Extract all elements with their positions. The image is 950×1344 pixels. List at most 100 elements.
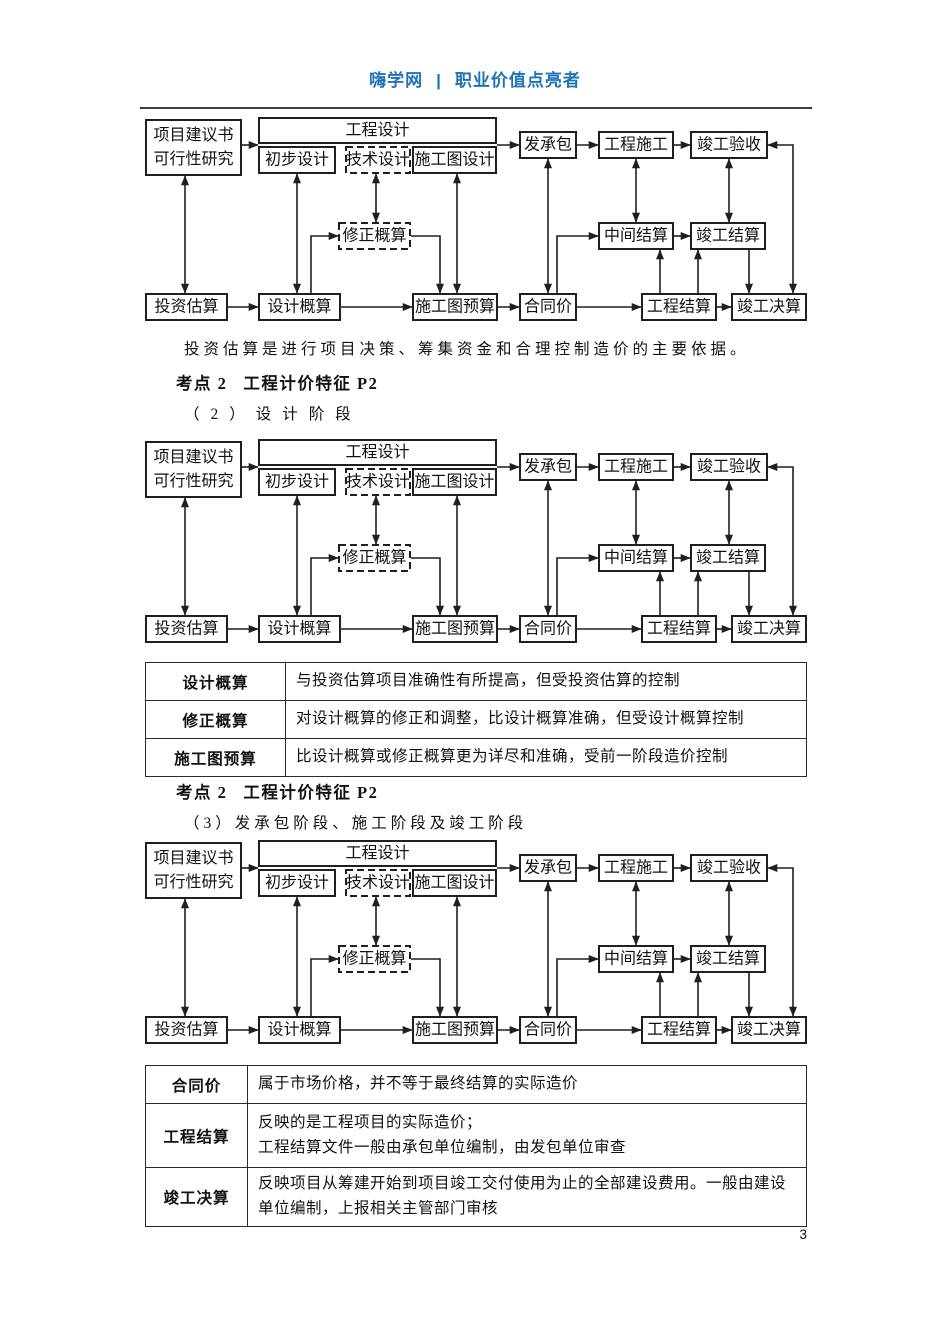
svg-text:竣工验收: 竣工验收 [697,136,761,154]
flowchart-box-project-settlement: 工程结算 [641,293,717,321]
desc-cell: 反映的是工程项目的实际造价； 工程结算文件一般由承包单位编制，由发包单位审查 [247,1103,807,1168]
svg-text:工程施工: 工程施工 [604,136,668,154]
svg-text:设计概算: 设计概算 [267,1020,331,1039]
intro-note: 投资估算是进行项目决策、筹集资金和合理控制造价的主要依据。 [184,341,750,358]
flowchart-box-construction: 工程施工 [598,453,674,481]
svg-text:投资估算: 投资估算 [154,1020,218,1039]
svg-text:技术设计: 技术设计 [346,151,410,169]
flowchart-box-completion-settlement: 竣工结算 [690,544,766,572]
desc-cell: 比设计概算或修正概算更为详尽和准确，受前一阶段造价控制 [285,738,807,777]
flowchart-box-interim-settlement: 中间结算 [598,945,674,973]
page-number: 3 [799,1227,807,1242]
flowchart-box-completion-settlement: 竣工结算 [690,945,766,973]
desc-cell: 反映项目从筹建开始到项目竣工交付使用为止的全部建设费用。一般由建设单位编制，上报… [247,1167,807,1227]
flowchart-connector [556,955,599,1016]
flowchart-box-investment-estimate: 投资估算 [145,615,228,643]
flowchart-box-investment-estimate: 投资估算 [145,293,228,321]
table-row: 施工图预算 比设计概算或修正概算更为详尽和准确，受前一阶段造价控制 [145,738,807,777]
flowchart-box-contract-price: 合同价 [519,1016,577,1044]
svg-text:竣工决算: 竣工决算 [737,297,801,316]
flowchart-box-technical-design: 技术设计 [345,468,411,496]
term-cell: 竣工决算 [145,1167,248,1227]
flowchart-connector [411,557,444,616]
flowchart-box-completion-settlement: 竣工结算 [690,222,766,250]
heading-tag: 考点 2 [176,783,228,802]
flowchart-box-interim-settlement: 中间结算 [598,544,674,572]
svg-text:施工图设计: 施工图设计 [414,473,494,491]
flowchart-box-technical-design: 技术设计 [345,869,411,897]
flowchart-connector [767,864,797,1017]
flowchart-box-construction: 工程施工 [598,854,674,882]
svg-text:初步设计: 初步设计 [265,473,329,491]
table-row: 设计概算 与投资估算项目准确性有所提高，但受投资估算的控制 [145,662,807,701]
flowchart-box-bidding: 发承包 [519,131,577,159]
flowchart-connector [310,955,339,1016]
pricing-process-flowchart-2: 项目建议书可行性研究工程设计初步设计技术设计施工图设计修正概算投资估算设计概算施… [145,437,807,649]
flowchart-box-bidding: 发承包 [519,453,577,481]
flowchart-box-final-accounts: 竣工决算 [731,615,807,643]
svg-text:合同价: 合同价 [524,1021,572,1039]
svg-text:施工图预算: 施工图预算 [415,297,495,316]
term-cell: 修正概算 [145,700,286,739]
flowchart-connector [310,554,339,615]
flowchart-box-final-accounts: 竣工决算 [731,293,807,321]
flowchart-box-contract-price: 合同价 [519,293,577,321]
flowchart-box-bidding: 发承包 [519,854,577,882]
flowchart-box-investment-estimate: 投资估算 [145,1016,228,1044]
svg-text:工程结算: 工程结算 [647,297,711,316]
svg-text:发承包: 发承包 [524,859,572,877]
svg-text:竣工结算: 竣工结算 [696,548,760,567]
svg-text:中间结算: 中间结算 [604,949,668,968]
svg-text:竣工决算: 竣工决算 [737,1020,801,1039]
flowchart-box-interim-settlement: 中间结算 [598,222,674,250]
flowchart-box-design-outer: 工程设计 [258,439,497,466]
svg-text:竣工验收: 竣工验收 [697,859,761,877]
heading-tag: 考点 2 [176,374,228,393]
desc-cell: 属于市场价格，并不等于最终结算的实际造价 [247,1065,807,1104]
brand-slogan: 职业价值点亮者 [454,71,581,90]
svg-text:发承包: 发承包 [524,458,572,476]
svg-text:初步设计: 初步设计 [265,151,329,169]
section-heading-1: 考点 2 工程计价特征 P2 [176,370,378,394]
svg-text:工程设计: 工程设计 [345,121,409,139]
flowchart-box-revised-estimate: 修正概算 [338,945,411,973]
flowchart-box-final-accounts: 竣工决算 [731,1016,807,1044]
svg-text:修正概算: 修正概算 [342,949,406,968]
svg-text:合同价: 合同价 [524,298,572,316]
term-cell: 施工图预算 [145,738,286,777]
section-subtitle-1: （2）设计阶段 [184,406,362,423]
flowchart-connector [310,232,339,293]
heading-title: 工程计价特征 P2 [243,374,379,393]
svg-text:修正概算: 修正概算 [342,226,406,245]
svg-text:设计概算: 设计概算 [267,297,331,316]
svg-text:竣工结算: 竣工结算 [696,226,760,245]
svg-text:设计概算: 设计概算 [267,619,331,638]
flowchart-box-drawing-budget: 施工图预算 [412,1016,498,1044]
flowchart-connector [767,463,797,616]
svg-text:竣工验收: 竣工验收 [697,458,761,476]
brand-name: 嗨学网 [369,71,424,90]
svg-text:技术设计: 技术设计 [346,473,410,491]
section-subtitle-2: （3）发承包阶段、施工阶段及竣工阶段 [184,815,528,832]
flowchart-box-design-estimate: 设计概算 [258,1016,341,1044]
svg-text:竣工结算: 竣工结算 [696,949,760,968]
table-row: 竣工决算 反映项目从筹建开始到项目竣工交付使用为止的全部建设费用。一般由建设单位… [145,1167,807,1227]
flowchart-box-technical-design: 技术设计 [345,146,411,174]
header-divider [140,107,812,109]
flowchart-box-acceptance: 竣工验收 [690,854,768,882]
pricing-process-flowchart-1: 项目建议书可行性研究工程设计初步设计技术设计施工图设计修正概算投资估算设计概算施… [145,115,807,327]
svg-text:中间结算: 中间结算 [604,548,668,567]
header-separator: | [436,71,442,90]
term-cell: 合同价 [145,1065,248,1104]
svg-text:工程结算: 工程结算 [647,619,711,638]
flowchart-connector [411,958,444,1017]
flowchart-box-drawing-design: 施工图设计 [412,869,497,897]
svg-text:项目建议书可行性研究: 项目建议书可行性研究 [153,448,233,490]
flowchart-box-proposal: 项目建议书可行性研究 [145,119,242,176]
flowchart-box-drawing-budget: 施工图预算 [412,293,498,321]
flowchart-box-project-settlement: 工程结算 [641,615,717,643]
svg-text:项目建议书可行性研究: 项目建议书可行性研究 [153,126,233,168]
table-row: 工程结算 反映的是工程项目的实际造价； 工程结算文件一般由承包单位编制，由发包单… [145,1103,807,1168]
